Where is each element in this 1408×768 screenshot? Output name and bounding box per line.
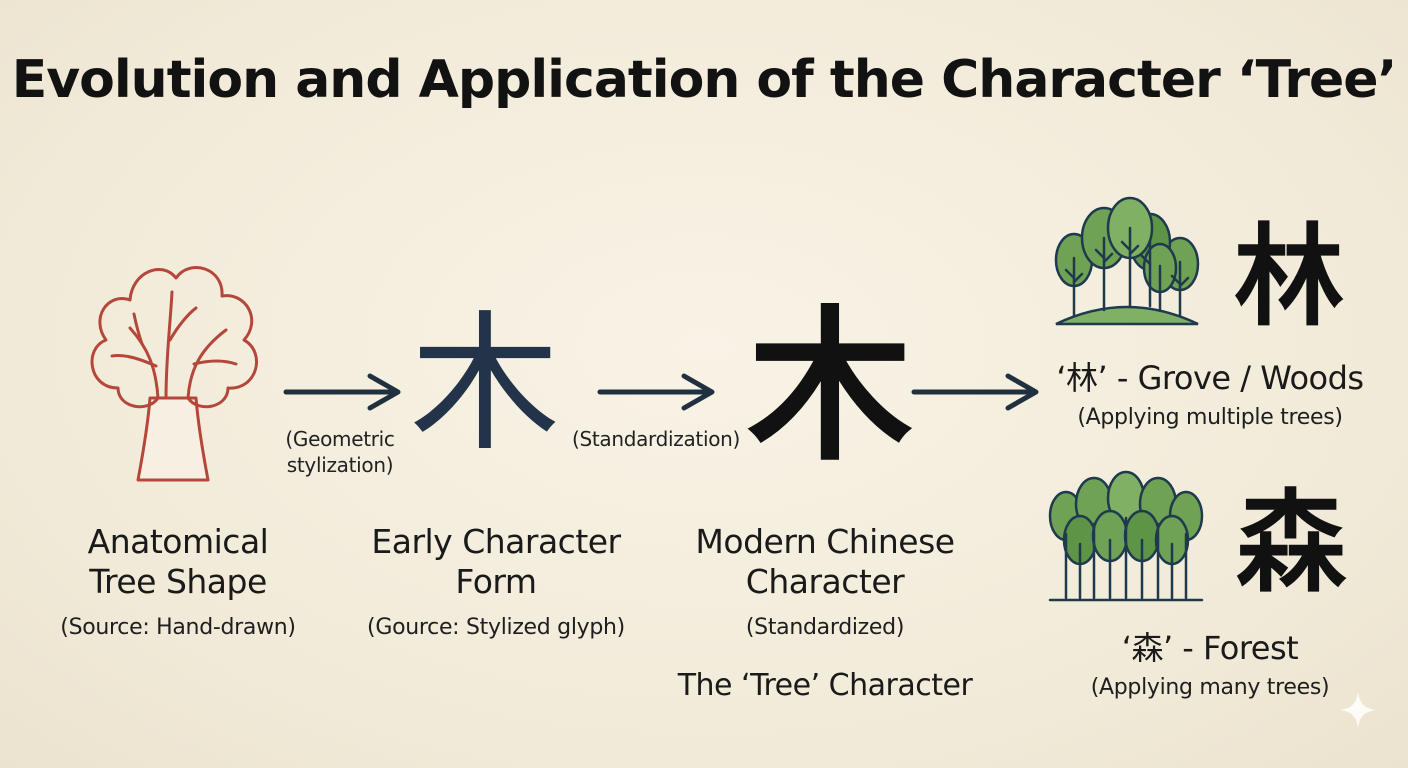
page-title: Evolution and Application of the Charact… <box>11 50 1398 110</box>
stage-modern-line2: Character <box>745 562 905 601</box>
stage-modern-line1: Modern Chinese <box>695 522 955 561</box>
grove-glyph: 林 <box>1234 213 1344 341</box>
stage-modern-caption: The ‘Tree’ Character <box>677 668 973 703</box>
stage-modern-source: (Standardized) <box>745 615 905 640</box>
hand-drawn-tree-icon <box>90 266 259 482</box>
stage-anatomical-label: Anatomical Tree Shape <box>40 522 316 602</box>
arrow-right-icon <box>597 373 715 411</box>
transition-geometric-line1: (Geometric <box>285 427 395 451</box>
stage-early-line2: Form <box>455 562 537 601</box>
grove-description: (Applying multiple trees) <box>1077 405 1343 430</box>
modern-character-glyph: 木 <box>747 291 913 483</box>
stage-anatomical-line2: Tree Shape <box>89 562 267 601</box>
forest-description: (Applying many trees) <box>1090 675 1330 700</box>
transition-geometric-note: (Geometric stylization) <box>270 426 410 478</box>
grove-trees-icon <box>1054 196 1200 326</box>
forest-label: ‘森’ - Forest <box>1121 629 1299 667</box>
arrow-right-icon <box>911 373 1039 411</box>
stage-early-label: Early Character Form <box>346 522 646 602</box>
stage-early-line1: Early Character <box>371 522 621 561</box>
stage-anatomical-line1: Anatomical <box>87 522 269 561</box>
forest-glyph: 森 <box>1236 479 1346 607</box>
transition-geometric-line2: stylization) <box>286 453 394 477</box>
stage-anatomical-source: (Source: Hand-drawn) <box>60 615 296 640</box>
transition-standardization-note: (Standardization) <box>571 427 741 451</box>
forest-trees-icon <box>1048 470 1204 602</box>
stage-modern-label: Modern Chinese Character <box>670 522 980 602</box>
early-character-glyph: 木 <box>409 298 560 472</box>
arrow-right-icon <box>283 373 401 411</box>
grove-label: ‘林’ - Grove / Woods <box>1056 359 1364 397</box>
stage-early-source: (Gource: Stylized glyph) <box>367 615 625 640</box>
sparkle-icon <box>1340 692 1376 728</box>
